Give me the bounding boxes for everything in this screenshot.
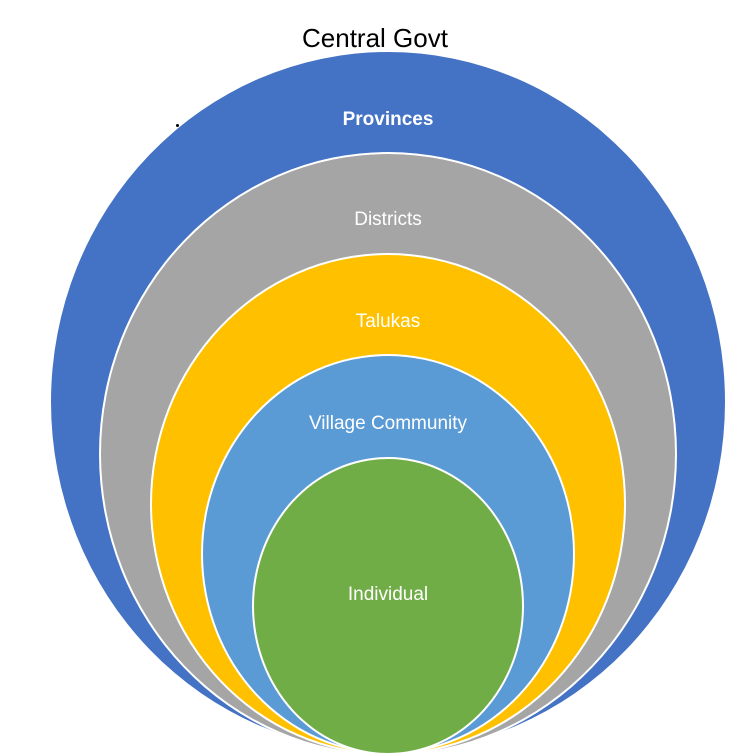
ring-individual: Individual <box>252 457 524 755</box>
ring-label-village-community: Village Community <box>308 413 468 434</box>
ring-label-individual: Individual <box>347 584 429 605</box>
diagram-title: Central Govt <box>302 23 448 53</box>
ring-label-provinces: Provinces <box>342 109 434 130</box>
ring-label-districts: Districts <box>354 209 422 230</box>
stray-dot <box>176 124 179 127</box>
ring-label-talukas: Talukas <box>355 311 421 332</box>
